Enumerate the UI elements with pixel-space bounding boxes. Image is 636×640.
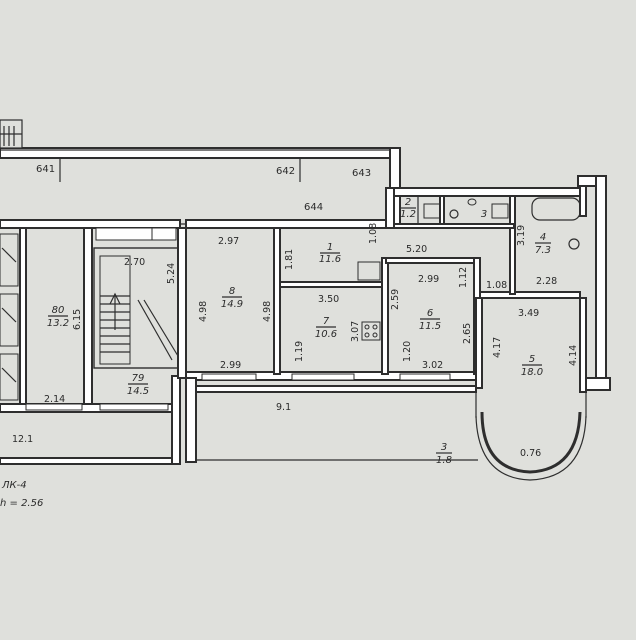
bathroom-fixtures (357, 197, 581, 341)
room-number: 8 (229, 286, 235, 297)
dimension: 2.97 (218, 236, 239, 247)
bay-window-outer (475, 415, 587, 481)
dimension: 1.20 (402, 341, 413, 362)
dimension: 5.24 (166, 263, 177, 284)
dimension: 1.08 (368, 223, 379, 244)
room-area: 14.5 (127, 386, 149, 397)
room-area: 11.6 (319, 254, 341, 265)
dimension: 1.12 (458, 267, 469, 288)
corridor-label: 642 (276, 166, 295, 177)
dimension: 4.17 (492, 337, 503, 358)
dimension: 3.02 (422, 360, 443, 371)
dimension-labels: 2.97 1.08 5.20 3.19 2.28 1.08 2.99 1.12 … (12, 223, 579, 459)
room-area: 14.9 (221, 299, 243, 310)
dimension: 12.1 (12, 434, 33, 445)
dimension: 2.99 (418, 274, 439, 285)
room-area: 18.0 (521, 367, 543, 378)
room-number: 7 (323, 316, 330, 327)
dimension: 1.81 (284, 249, 295, 270)
room-area: 10.6 (315, 329, 337, 340)
room-labels: 1 11.6 2 1.2 3 4 7.3 5 18.0 6 11.5 7 10.… (47, 197, 551, 466)
room-area: 1.2 (400, 209, 416, 220)
corridor-band (0, 119, 401, 225)
dimension: 2.65 (462, 323, 473, 344)
legend-height: h = 2.56 (0, 498, 43, 509)
dimension: 2.28 (536, 276, 557, 287)
dimension: 4.98 (198, 301, 209, 322)
stairwell (93, 227, 179, 369)
room-area: 1.8 (436, 455, 452, 466)
dimension: 9.1 (276, 402, 291, 413)
room-area: 11.5 (419, 321, 441, 332)
apartment-outline (0, 175, 611, 465)
dimension: 3.49 (518, 308, 539, 319)
corridor-label: 641 (36, 164, 55, 175)
room-number: 80 (52, 305, 65, 316)
dimension: 1.19 (294, 341, 305, 362)
dimension: 5.20 (406, 244, 427, 255)
bay-window (480, 411, 582, 474)
dimension: 2.70 (124, 257, 145, 268)
dimension: 4.14 (568, 345, 579, 366)
dimension: 3.50 (318, 294, 339, 305)
legend-code: ЛК-4 (1, 480, 27, 491)
dimension: 0.76 (520, 448, 541, 459)
room-number: 4 (540, 232, 546, 243)
room-number: 3 (441, 442, 447, 453)
left-shafts (0, 233, 19, 401)
dimension: 2.99 (220, 360, 241, 371)
room-number: 2 (405, 197, 411, 208)
room-area: 13.2 (47, 318, 69, 329)
room-number: 5 (529, 354, 535, 365)
room-number: 1 (327, 242, 333, 253)
dimension: 2.14 (44, 394, 65, 405)
corridor-label: 644 (304, 202, 323, 213)
dimension: 3.07 (350, 321, 361, 342)
dimension: 1.08 (486, 280, 507, 291)
windows (25, 373, 451, 411)
dimension: 3.19 (516, 225, 527, 246)
room-area: 7.3 (535, 245, 551, 256)
room-number: 3 (481, 209, 487, 220)
dimension: 4.98 (262, 301, 273, 322)
room-number: 6 (427, 308, 433, 319)
dimension: 6.15 (72, 309, 83, 330)
dimension: 2.59 (390, 289, 401, 310)
room-number: 79 (132, 373, 145, 384)
corridor-label: 643 (352, 168, 371, 179)
